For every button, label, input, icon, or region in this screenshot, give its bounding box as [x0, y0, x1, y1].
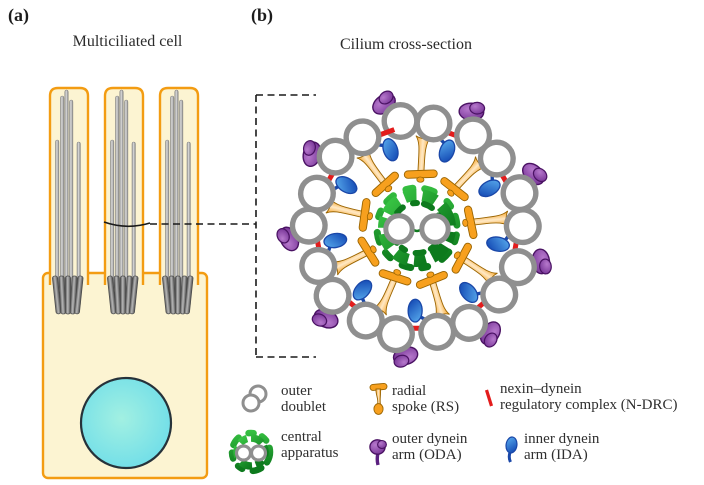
- radial-spoke: [403, 135, 438, 183]
- inner-dynein-arm: [335, 176, 358, 195]
- inner-dynein-arm: [323, 232, 348, 249]
- outer-doublet: [454, 116, 516, 178]
- central-apparatus: [373, 184, 461, 272]
- outer-doublet: [289, 174, 336, 245]
- basal-body-rod: [168, 275, 177, 315]
- radial-spoke: [462, 205, 510, 240]
- axoneme-svg: [150, 90, 552, 368]
- inner-dynein-arm-icon: [503, 436, 520, 471]
- legend-label-central-apparatus: central apparatus: [281, 429, 339, 461]
- cilia-tuft: [103, 86, 145, 315]
- legend-label-oda: outer dynein arm (ODA): [392, 431, 468, 463]
- cilium-rod: [115, 95, 120, 307]
- basal-body-rod: [175, 275, 181, 315]
- section-bracket: [150, 94, 316, 358]
- legend-label-ida: inner dynein arm (IDA): [524, 431, 600, 463]
- cilium-rod: [69, 99, 74, 307]
- cell-svg: [41, 86, 209, 480]
- outer-doublet: [480, 248, 537, 314]
- radial-spoke-icon: [367, 382, 391, 421]
- radial-spoke: [440, 156, 487, 202]
- cilia-tuft: [48, 86, 90, 315]
- basal-body-rod: [120, 275, 126, 315]
- basal-body-rod: [129, 275, 139, 315]
- radial-spoke: [330, 236, 380, 276]
- multiciliated-cell-illustration: [30, 80, 230, 485]
- cilia-tuft: [158, 86, 200, 315]
- axoneme-unit: [302, 118, 399, 198]
- inner-dynein-arm: [459, 281, 479, 304]
- legend-label-outer-doublet: outer doublet: [281, 383, 326, 415]
- panel-b-label: (b): [251, 5, 273, 25]
- central-pair: [383, 213, 451, 245]
- legend-label-ndrc: nexin–dynein regulatory complex (N-DRC): [500, 381, 678, 413]
- inner-dynein-arm: [382, 138, 399, 162]
- panel-a-label: (a): [8, 5, 29, 25]
- axoneme-unit: [341, 269, 419, 368]
- radial-spoke: [372, 269, 412, 316]
- basal-body-rod: [65, 275, 71, 315]
- basal-body-rod: [162, 275, 172, 315]
- nucleus: [79, 376, 173, 470]
- inner-dynein-arm: [486, 236, 510, 253]
- basal-body-rod: [58, 275, 67, 315]
- ndrc-icon: [482, 387, 496, 414]
- outer-doublet: [346, 301, 415, 354]
- cilium-rod: [60, 95, 65, 307]
- inner-dynein-arm: [352, 279, 373, 301]
- axoneme-unit: [299, 232, 380, 329]
- cilium-rod: [64, 89, 69, 307]
- central-apparatus-icon: [227, 428, 275, 481]
- basal-body-rod: [52, 275, 62, 315]
- axoneme-unit: [451, 242, 552, 315]
- outer-doublet: [316, 118, 382, 176]
- basal-body-rod: [184, 275, 194, 315]
- cilium-cross-section-diagram: [140, 85, 570, 380]
- basal-body-rod: [113, 275, 122, 315]
- outer-doublet: [418, 303, 489, 351]
- basal-body-rod: [74, 275, 84, 315]
- axoneme-unit: [276, 165, 374, 252]
- axoneme-unit: [462, 162, 548, 259]
- section-plane-line: [103, 221, 151, 228]
- panel-b-title: Cilium cross-section: [340, 36, 472, 53]
- inner-dynein-arm: [407, 298, 423, 323]
- outer-dynein-arm-icon: [368, 438, 388, 473]
- outer-doublet: [299, 246, 352, 315]
- cilium-rod: [124, 99, 129, 307]
- inner-dynein-arm: [438, 139, 456, 163]
- legend-label-radial-spoke: radial spoke (RS): [392, 383, 460, 415]
- panel-a-title: Multiciliated cell: [72, 33, 183, 50]
- axoneme-unit: [440, 101, 516, 202]
- cilium-rod: [119, 89, 124, 307]
- outer-doublet-icon: [240, 384, 270, 419]
- outer-doublet: [500, 174, 542, 246]
- outer-doublet: [381, 101, 453, 143]
- inner-dynein-arm: [478, 179, 501, 198]
- basal-body-rod: [107, 275, 117, 315]
- axoneme-unit: [404, 270, 502, 351]
- axoneme-unit: [372, 90, 464, 183]
